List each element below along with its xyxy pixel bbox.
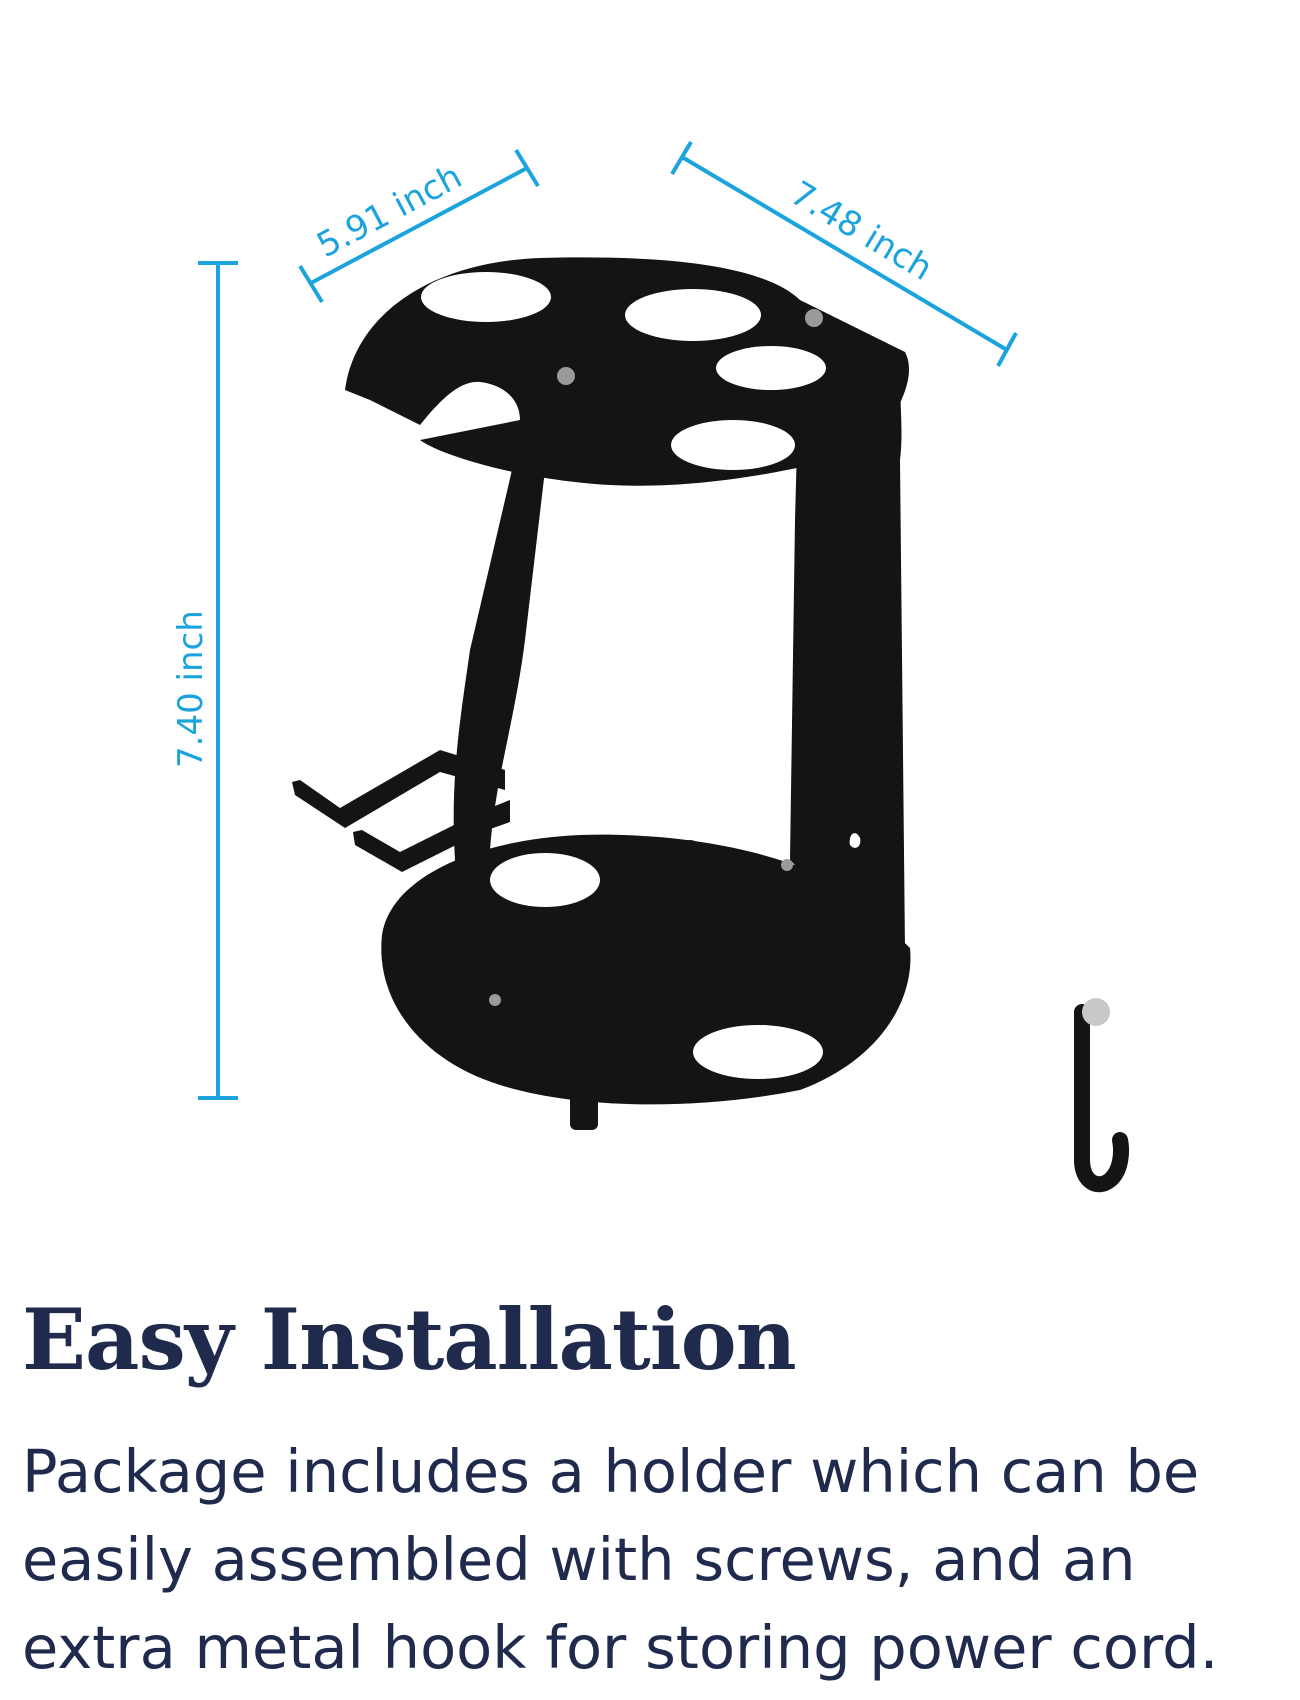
height-label: 7.40 inch	[171, 610, 211, 768]
product-illustration: 5.91 inch 7.48 inch 7.40 inch	[171, 140, 1129, 1193]
holder-stand	[292, 257, 911, 1130]
headline: Easy Installation	[22, 1290, 797, 1389]
width-dimension	[298, 148, 540, 304]
height-dimension	[198, 261, 238, 1100]
description: Package includes a holder which can be e…	[22, 1437, 1219, 1682]
metal-hook	[1074, 998, 1129, 1193]
plate-holes	[421, 272, 861, 1079]
depth-dimension	[670, 140, 1018, 367]
screws	[489, 309, 823, 1006]
